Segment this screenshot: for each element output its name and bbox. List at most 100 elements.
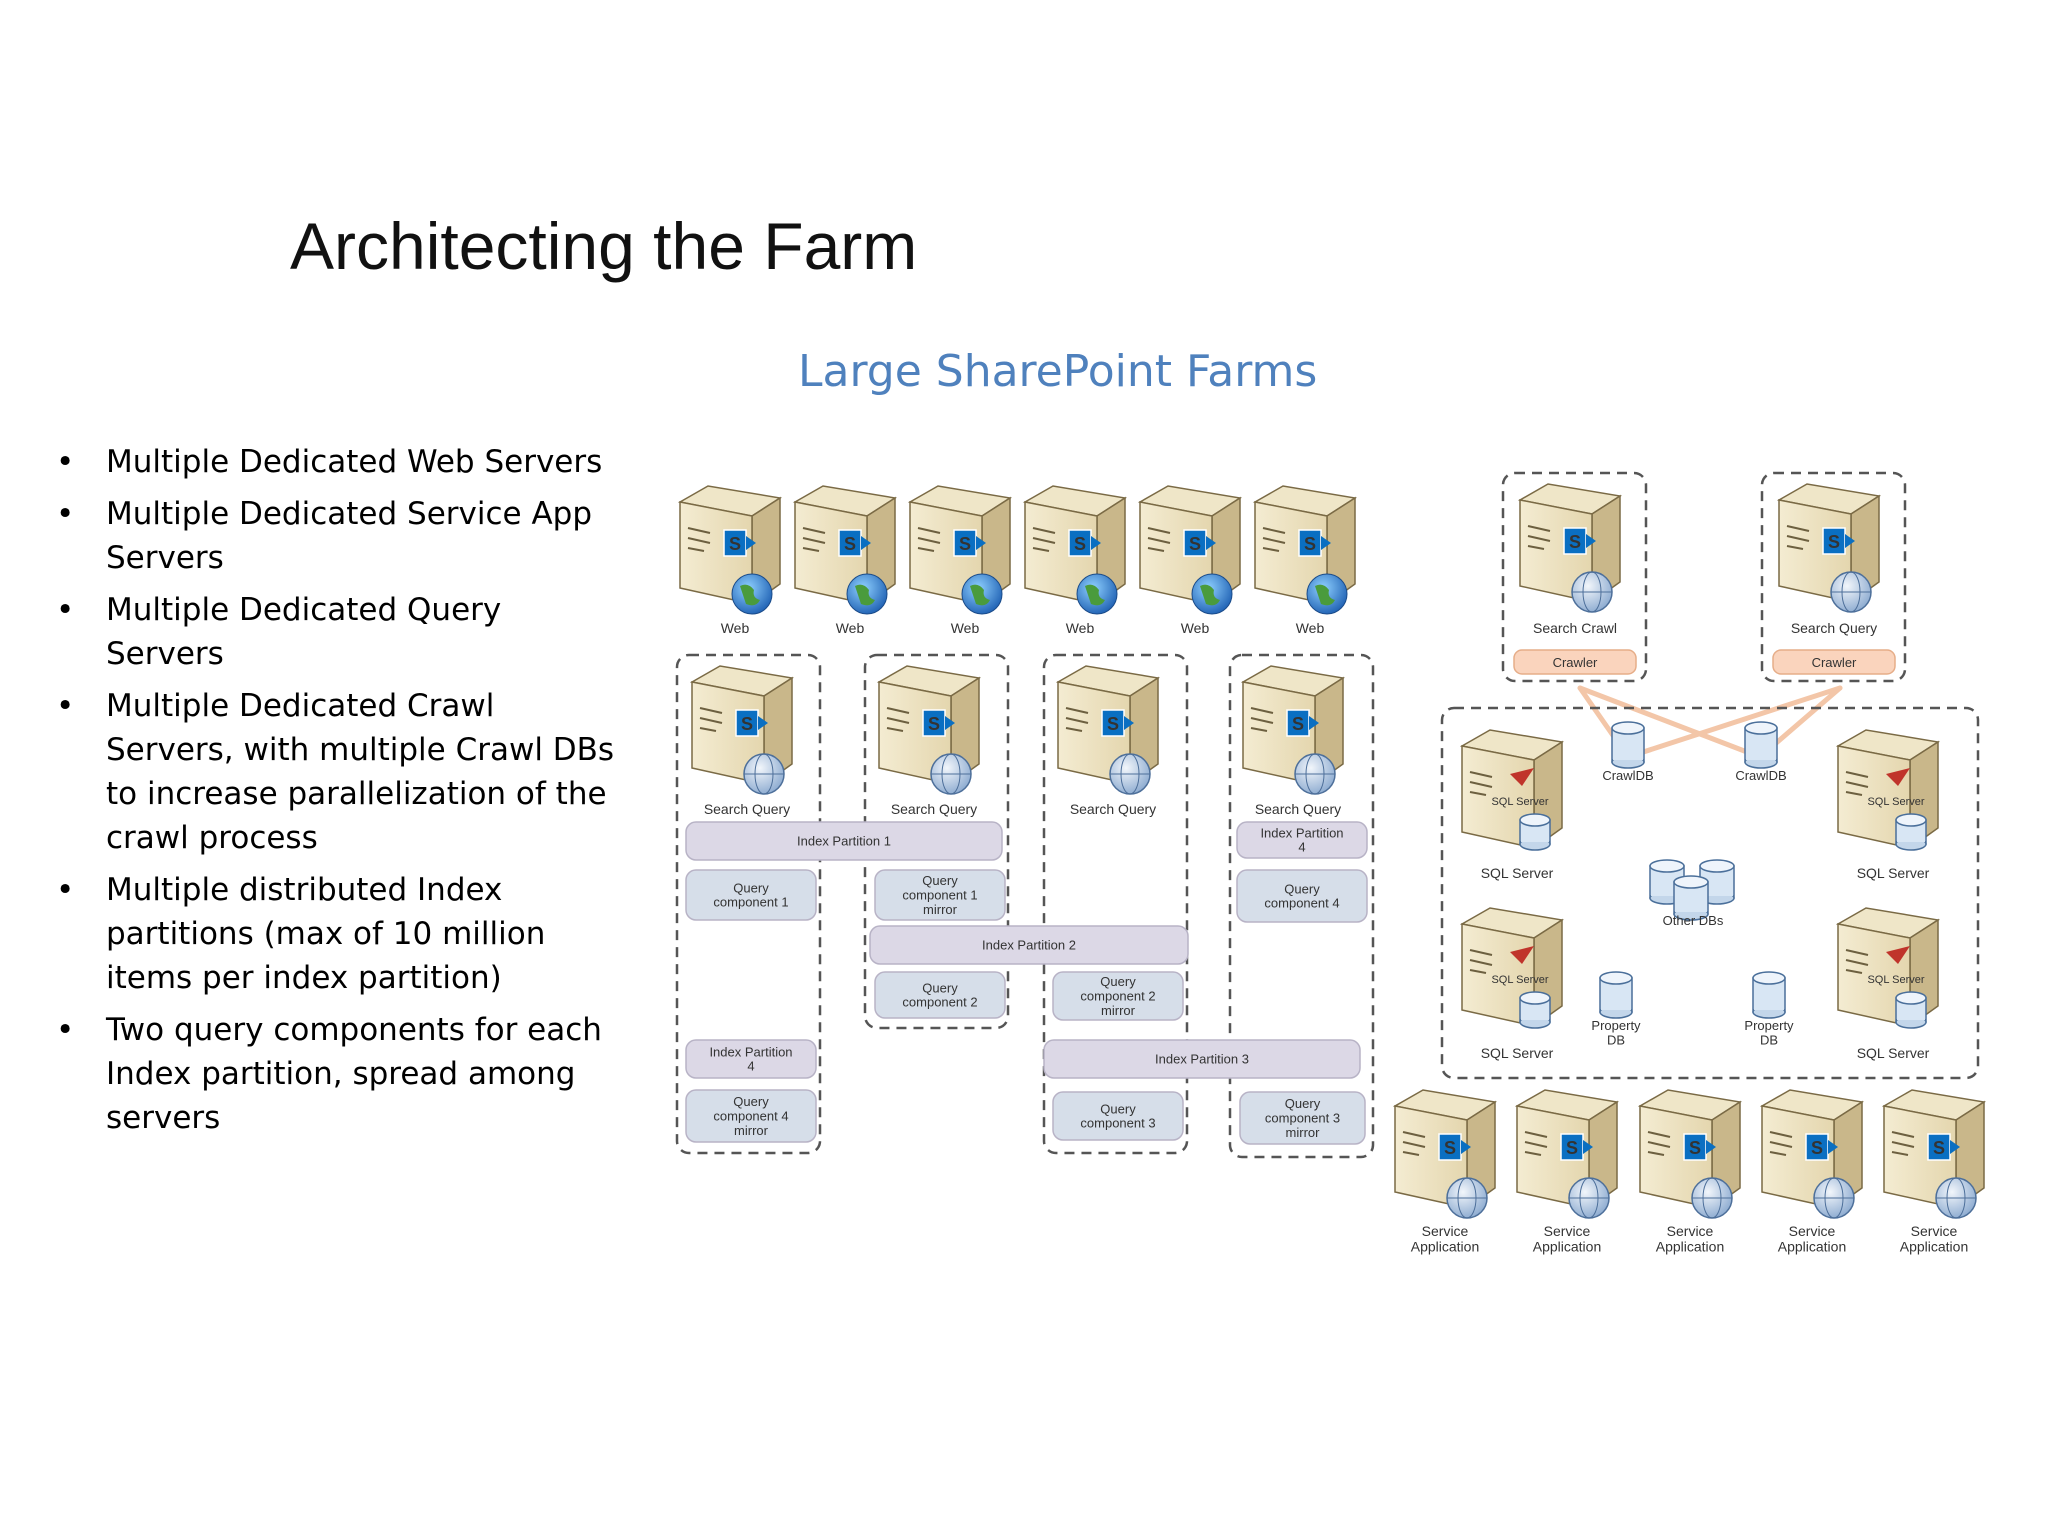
server-slot <box>1769 1151 1787 1156</box>
search-query-server-icon: S <box>876 665 982 795</box>
database-top <box>1895 813 1927 827</box>
service-application-server-icon: S <box>1881 1089 1987 1219</box>
globe-icon-land <box>1315 584 1335 606</box>
server-slot <box>1469 959 1493 966</box>
server-slot <box>1402 1151 1420 1156</box>
crawler-badge <box>1772 649 1896 675</box>
server-slot <box>917 537 941 544</box>
service-application-server-icon: S <box>1759 1089 1865 1219</box>
other-dbs-icon <box>1649 859 1735 921</box>
crawl-server-group <box>1501 471 1648 683</box>
database-icon <box>1895 813 1927 851</box>
index-partition-3 <box>1043 1039 1361 1079</box>
bullet-item: Multiple Dedicated Web Servers <box>56 440 616 484</box>
sharepoint-icon-glyph: S <box>1569 532 1581 552</box>
sharepoint-icon-arrow <box>1321 536 1331 550</box>
sql-server-label: SQL Server <box>1857 1045 1930 1061</box>
server-slot <box>1527 545 1545 550</box>
database-top <box>1649 859 1685 873</box>
web-server-icon: S <box>677 485 783 615</box>
server-slot <box>699 717 723 724</box>
query-component-1-mirror <box>874 869 1006 921</box>
bullet-list: Multiple Dedicated Web Servers Multiple … <box>56 440 616 1148</box>
web-server-label: Web <box>721 620 750 636</box>
database-top <box>1611 721 1645 735</box>
sharepoint-icon-arrow <box>1206 536 1216 550</box>
server-slot <box>802 547 820 552</box>
query-component-4-mirror <box>685 1089 817 1143</box>
server-slot <box>1524 1151 1542 1156</box>
web-server-label: Web <box>951 620 980 636</box>
sql-server-icon <box>1886 946 1910 964</box>
sql-server-icon: SQL Server <box>1835 907 1941 1029</box>
database-top <box>1752 971 1786 985</box>
crawl-connector <box>1577 685 1763 760</box>
query-component-3-mirror <box>1239 1091 1366 1145</box>
web-server-label: Web <box>1181 620 1210 636</box>
sharepoint-icon-arrow <box>945 716 955 730</box>
query-component-3 <box>1052 1091 1184 1141</box>
server-slot <box>699 707 723 714</box>
database-icon <box>1599 971 1633 1019</box>
sharepoint-icon-glyph: S <box>1189 534 1201 554</box>
sharepoint-icon-glyph: S <box>844 534 856 554</box>
service-application-server-icon: S <box>1392 1089 1498 1219</box>
sharepoint-icon-arrow <box>1124 716 1134 730</box>
crawler-label: Crawler <box>1812 655 1857 670</box>
server-slot <box>1845 959 1869 966</box>
server-slot <box>1469 949 1493 956</box>
sql-server-label: SQL Server <box>1481 1045 1554 1061</box>
sql-server-icon <box>1510 768 1534 786</box>
bullet-item: Multiple Dedicated Service App Servers <box>56 492 616 580</box>
database-top <box>1673 875 1709 889</box>
sharepoint-icon-glyph: S <box>1828 532 1840 552</box>
database-server-group <box>1440 706 1980 1080</box>
server-slot <box>1032 537 1056 544</box>
server-slot <box>1527 535 1551 542</box>
server-slot <box>1524 1141 1548 1148</box>
server-slot <box>1891 1151 1909 1156</box>
sharepoint-icon-glyph: S <box>1933 1138 1945 1158</box>
server-slot <box>1469 771 1493 778</box>
sharepoint-icon-glyph: S <box>1074 534 1086 554</box>
sql-server-badge-label: SQL Server <box>1491 974 1548 986</box>
server-slot <box>1032 547 1050 552</box>
bullet-item: Two query components for each Index part… <box>56 1008 616 1140</box>
sharepoint-icon-arrow <box>1583 1140 1593 1154</box>
sharepoint-icon-arrow <box>1461 1140 1471 1154</box>
other-dbs-label: Other DBs <box>1663 913 1724 928</box>
sharepoint-icon-arrow <box>1828 1140 1838 1154</box>
index-partition-1 <box>685 821 1003 861</box>
server-slot <box>1469 969 1487 974</box>
service-application-server-icon: S <box>1637 1089 1743 1219</box>
database-icon <box>1611 721 1645 769</box>
server-slot <box>802 537 826 544</box>
index-partition-3-label: Index Partition 3 <box>1155 1052 1249 1067</box>
database-top <box>1744 721 1778 735</box>
server-slot <box>1262 537 1286 544</box>
search-query-label: Search Query <box>1791 620 1877 636</box>
sharepoint-icon-arrow <box>1586 534 1596 548</box>
bullet-item: Multiple Dedicated Crawl Servers, with m… <box>56 684 616 860</box>
server-slot <box>1891 1141 1915 1148</box>
crawldb-label: CrawlDB <box>1735 768 1786 783</box>
index-partition-1-label: Index Partition 1 <box>797 834 891 849</box>
sharepoint-icon-arrow <box>1950 1140 1960 1154</box>
web-server-label: Web <box>1066 620 1095 636</box>
bullet-item: Multiple distributed Index partitions (m… <box>56 868 616 1000</box>
index-partition-4 <box>685 1039 817 1079</box>
search-query-label: Search Query <box>1255 801 1341 817</box>
query-server-group <box>675 653 822 1155</box>
index-partition-4 <box>1236 821 1368 859</box>
server-slot <box>1524 1131 1548 1138</box>
